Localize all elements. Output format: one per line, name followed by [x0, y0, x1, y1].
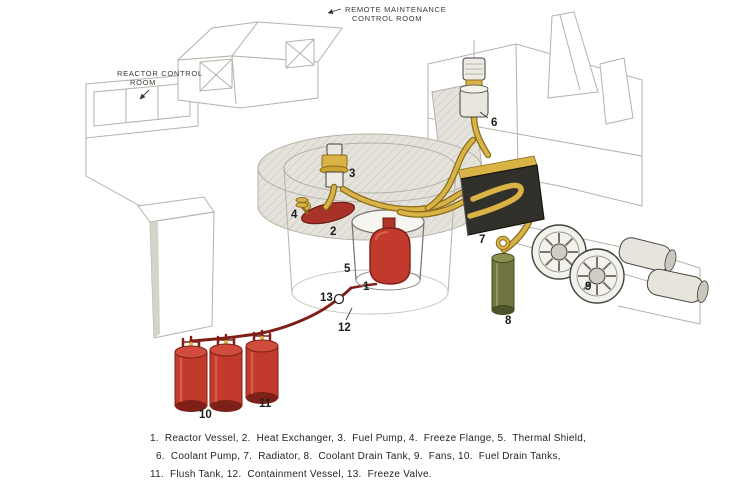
coolant-piping — [322, 113, 533, 254]
fuel-pump — [319, 143, 349, 188]
callout-8: 8 — [505, 315, 512, 327]
callout-5: 5 — [344, 263, 351, 275]
flush-tank — [245, 339, 279, 404]
radiator-coil — [467, 182, 524, 219]
fuel-drain-tank-2 — [209, 343, 243, 412]
caption-line-3: 11. Flush Tank, 12. Containment Vessel, … — [150, 469, 432, 480]
callout-4: 4 — [291, 209, 298, 221]
x-braced-window-right — [285, 38, 315, 69]
reactor-control-room-wall — [85, 73, 199, 207]
reactor-vessel — [369, 227, 411, 285]
remote-maintenance-label-line2: CONTROL ROOM — [352, 14, 422, 23]
fuel-drain-tank-1 — [174, 345, 208, 412]
callout-6: 6 — [491, 117, 497, 129]
fuel-drain-tanks — [174, 329, 279, 412]
remote-maintenance-label-line1: REMOTE MAINTENANCE — [345, 5, 446, 14]
callout-numbers: 1 2 3 4 5 6 7 8 9 10 11 12 13 — [199, 117, 591, 421]
callout-11: 11 — [259, 398, 272, 410]
remote-maintenance-building — [176, 21, 343, 109]
stack — [599, 57, 634, 125]
callout-10: 10 — [199, 409, 212, 421]
callout-9: 9 — [585, 281, 591, 293]
leader-lines — [139, 8, 489, 321]
coolant-drain-tank — [491, 235, 515, 315]
chimney — [547, 11, 599, 99]
callout-3: 3 — [349, 168, 355, 180]
room-labels: REMOTE MAINTENANCE CONTROL ROOM REACTOR … — [117, 5, 446, 87]
fans — [531, 224, 709, 304]
callout-13: 13 — [320, 292, 333, 304]
callout-1: 1 — [363, 281, 370, 293]
coolant-pump — [459, 40, 489, 118]
concrete-pillar — [137, 196, 215, 339]
fan-2 — [569, 248, 625, 304]
fan-motor-2 — [646, 268, 709, 303]
callout-12: 12 — [338, 322, 351, 334]
caption-line-2: 6. Coolant Pump, 7. Radiator, 8. Coolant… — [156, 451, 561, 462]
freeze-flange — [295, 197, 309, 215]
radiator — [457, 155, 545, 236]
x-braced-window-left — [199, 58, 233, 92]
reactor-assembly — [351, 209, 425, 291]
reactor-label-arrow — [139, 89, 150, 100]
reactor-control-label-line1: REACTOR CONTROL — [117, 69, 203, 78]
reactor-control-label-line2: ROOM — [130, 78, 156, 87]
fan-motor-1 — [618, 237, 677, 272]
caption: 1. Reactor Vessel, 2. Heat Exchanger, 3.… — [150, 433, 586, 480]
callout-2: 2 — [330, 226, 336, 238]
caption-line-1: 1. Reactor Vessel, 2. Heat Exchanger, 3.… — [150, 433, 586, 444]
freeze-valve — [333, 293, 345, 305]
callout-7: 7 — [479, 234, 485, 246]
remote-label-arrow — [327, 8, 342, 15]
